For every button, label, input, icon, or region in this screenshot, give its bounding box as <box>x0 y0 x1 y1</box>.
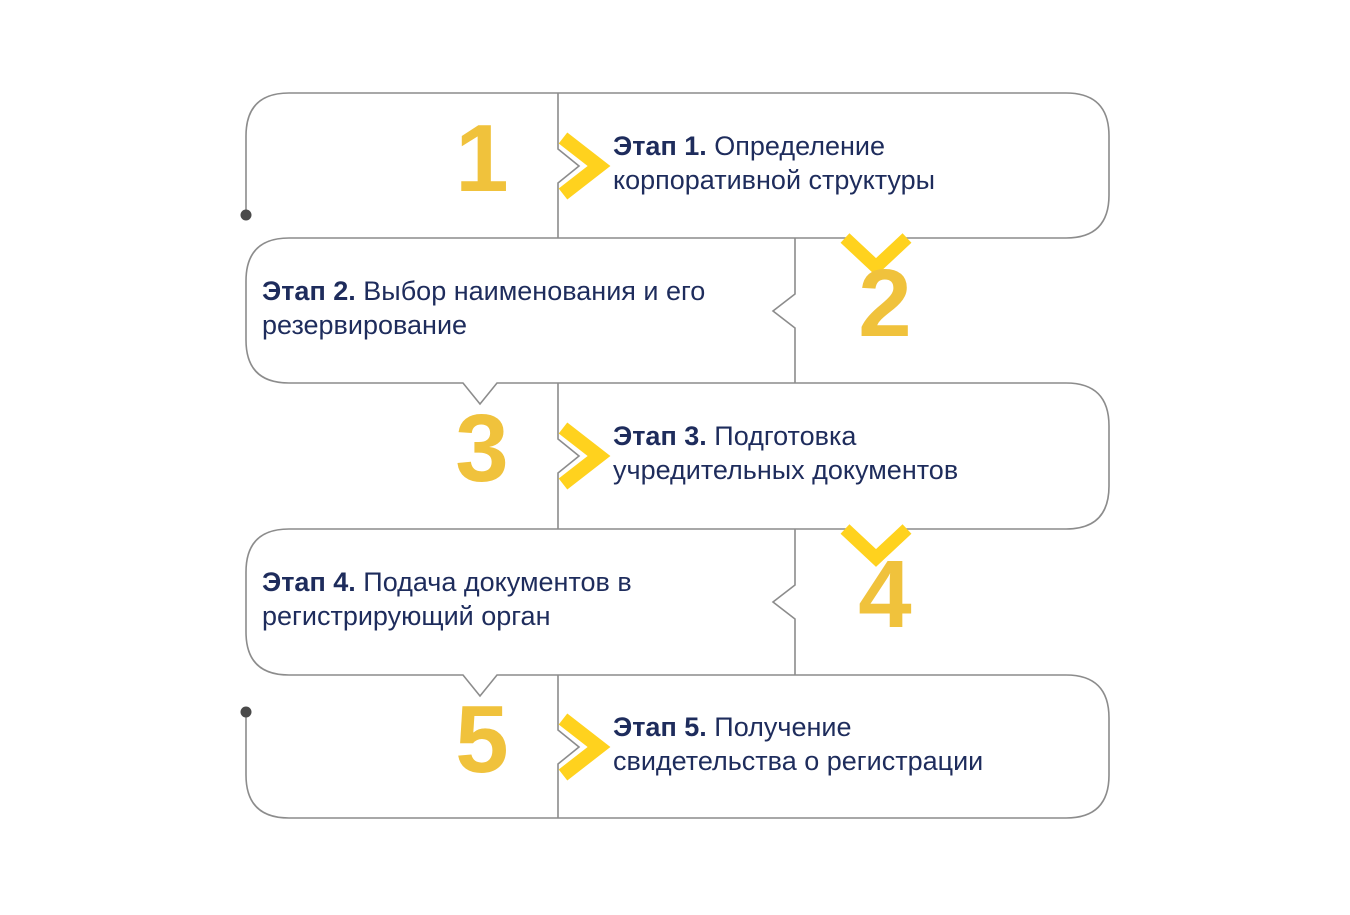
step-description: Подготовка <box>714 421 857 451</box>
step-label-line: Этап 5. Получение <box>613 710 1083 744</box>
chevron-down-icon <box>840 524 912 567</box>
chevron-right-icon <box>558 422 611 490</box>
step-description: корпоративной структуры <box>613 165 936 195</box>
divider-row-4 <box>771 529 796 675</box>
step-description: свидетельства о регистрации <box>613 746 984 776</box>
step-label-line: Этап 2. Выбор наименования и его <box>262 274 772 308</box>
chevron-down-icon <box>840 233 912 276</box>
snake-outline-path <box>245 92 1110 819</box>
step-number-4: 4 <box>858 541 911 648</box>
step-number-5: 5 <box>455 686 508 793</box>
divider-row-1 <box>557 93 581 238</box>
step-title: Этап 1. <box>613 131 707 161</box>
divider-row-2 <box>771 238 796 383</box>
step-title: Этап 2. <box>262 276 356 306</box>
step-number-2: 2 <box>858 250 911 357</box>
step-label-4: Этап 4. Подача документов в регистрирующ… <box>262 565 772 633</box>
dot-icon <box>240 209 252 221</box>
step-label-2: Этап 2. Выбор наименования и его резерви… <box>262 274 772 342</box>
step-label-line: Этап 3. Подготовка <box>613 419 1083 453</box>
step-description: Определение <box>714 131 886 161</box>
step-label-5: Этап 5. Получение свидетельства о регист… <box>613 710 1083 778</box>
step-number-1: 1 <box>455 105 508 212</box>
step-description: Выбор наименования и его <box>363 276 706 306</box>
step-number-3: 3 <box>455 395 508 502</box>
step-description: регистрирующий орган <box>262 601 551 631</box>
chevron-right-icon <box>558 713 611 781</box>
step-description: Получение <box>714 712 852 742</box>
divider-row-3 <box>557 383 581 529</box>
dot-icon <box>240 706 252 718</box>
step-label-1: Этап 1. Определение корпоративной структ… <box>613 129 1083 197</box>
step-description: резервирование <box>262 310 468 340</box>
step-description: Подача документов в <box>363 567 632 597</box>
step-title: Этап 5. <box>613 712 707 742</box>
step-title: Этап 4. <box>262 567 356 597</box>
step-title: Этап 3. <box>613 421 707 451</box>
divider-row-5 <box>557 675 581 818</box>
step-label-line: Этап 1. Определение <box>613 129 1083 163</box>
step-description: учредительных документов <box>613 455 959 485</box>
step-label-line: Этап 4. Подача документов в <box>262 565 772 599</box>
step-label-3: Этап 3. Подготовка учредительных докумен… <box>613 419 1083 487</box>
chevron-right-icon <box>558 132 611 200</box>
